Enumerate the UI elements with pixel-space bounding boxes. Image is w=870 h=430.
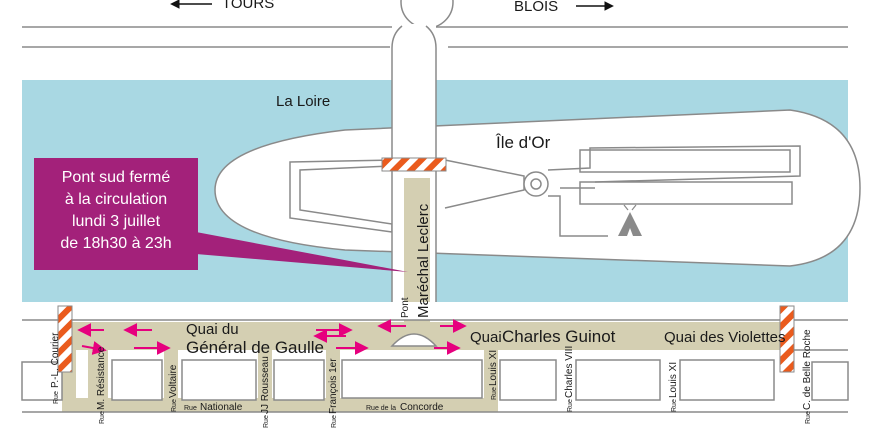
- east-barrier: [779, 305, 795, 373]
- street-louis-xi-b: Rue Louis XI: [668, 362, 679, 412]
- street-rousseau: Rue JJ Rousseau: [260, 356, 271, 428]
- svg-text:Rue: Rue: [491, 387, 498, 400]
- direction-arrows: [170, 0, 614, 11]
- svg-text:M. Résistance: M. Résistance: [96, 346, 107, 410]
- callout-line-4: de 18h30 à 23h: [60, 235, 171, 252]
- svg-text:C. de Belle Roche: C. de Belle Roche: [802, 329, 813, 410]
- north-bridge: [391, 24, 437, 160]
- south-bridge: [391, 168, 437, 328]
- south-roundabout: [390, 333, 438, 347]
- svg-text:P.-L. Courier: P.-L. Courier: [50, 332, 61, 388]
- street-nationale: Nationale: [200, 402, 243, 413]
- street-voltaire: Rue Voltaire: [168, 364, 179, 412]
- quai-guinot-name: Charles Guinot: [502, 327, 616, 346]
- direction-left-label: TOURS: [222, 0, 274, 12]
- quai-gaulle-line2: Général de Gaulle: [186, 338, 324, 357]
- callout-line-1: Pont sud fermé: [62, 169, 171, 186]
- city-blocks: [21, 359, 849, 401]
- embankment: [22, 302, 848, 320]
- detour-arrow-icon: [81, 341, 107, 355]
- svg-text:Rue: Rue: [805, 411, 812, 424]
- island-label: Île d'Or: [495, 133, 551, 152]
- street-francois: Rue François 1er: [328, 358, 339, 428]
- detour-route: [62, 322, 782, 412]
- closure-callout: [34, 158, 198, 270]
- svg-text:Rue: Rue: [671, 399, 678, 412]
- callout-line-3: lundi 3 juillet: [72, 213, 161, 230]
- svg-text:Rue: Rue: [263, 415, 270, 428]
- street-concorde: Concorde: [400, 402, 444, 413]
- bridge-label-1: Pont: [400, 297, 411, 318]
- svg-text:François 1er: François 1er: [328, 358, 339, 414]
- svg-text:Charles VIII: Charles VIII: [564, 346, 575, 398]
- svg-text:Rue: Rue: [331, 415, 338, 428]
- quai-violettes: Quai des Violettes: [664, 329, 785, 346]
- bridge-label-2: Maréchal Leclerc: [415, 203, 432, 318]
- callout-line-2: à la circulation: [65, 191, 167, 208]
- street-concorde-prefix: Rue de la: [366, 405, 396, 412]
- svg-text:Rue: Rue: [53, 391, 60, 404]
- river-label: La Loire: [276, 93, 330, 110]
- svg-text:Louis XI: Louis XI: [488, 350, 499, 386]
- street-resistance: Rue M. Résistance: [96, 346, 107, 424]
- quai-guinot-prefix: Quai: [470, 329, 502, 346]
- street-louis-xi-a: Rue Louis XI: [488, 350, 499, 400]
- svg-text:Rue: Rue: [567, 399, 574, 412]
- quai-gaulle-line1: Quai du: [186, 321, 239, 338]
- svg-text:Voltaire: Voltaire: [168, 364, 179, 398]
- direction-right-label: BLOIS: [514, 0, 558, 15]
- svg-text:Louis XI: Louis XI: [668, 362, 679, 398]
- street-nationale-prefix: Rue: [184, 405, 197, 412]
- detour-arrows: [77, 319, 467, 355]
- street-courier: Rue P.-L. Courier: [50, 332, 61, 404]
- west-barrier: [57, 305, 73, 373]
- callout-pointer: [196, 232, 408, 272]
- bridge-barrier: [381, 157, 447, 172]
- svg-text:JJ Rousseau: JJ Rousseau: [260, 356, 271, 414]
- svg-text:Rue: Rue: [99, 411, 106, 424]
- street-charles-viii: Rue Charles VIII: [564, 346, 575, 412]
- street-belle-roche: Rue C. de Belle Roche: [802, 329, 813, 424]
- campsite-tent-icon: [618, 204, 642, 236]
- svg-text:Rue: Rue: [171, 399, 178, 412]
- north-roundabout: [400, 0, 454, 29]
